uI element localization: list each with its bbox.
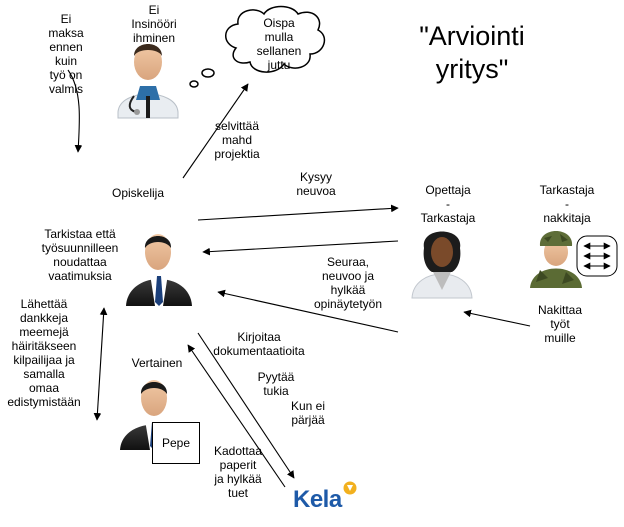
arrow-memes bbox=[93, 307, 108, 421]
arrow-delegate bbox=[463, 309, 531, 327]
arrow-from-kela bbox=[187, 344, 286, 488]
engineer-icon bbox=[117, 44, 179, 119]
inspector-label: Tarkastaja - nakkitaja bbox=[539, 183, 595, 225]
arrow-to-kela bbox=[197, 332, 295, 479]
teacher-label: Opettaja - Tarkastaja bbox=[420, 183, 476, 225]
edge-support: Pyytää tukia bbox=[257, 370, 295, 398]
thought-cloud bbox=[189, 5, 326, 88]
arrow-explore bbox=[182, 83, 249, 179]
arrows bbox=[67, 69, 531, 488]
kela-wordmark: Kela bbox=[293, 486, 342, 513]
edge-memes: Lähettää dankkeja meemejä häiritäkseen k… bbox=[7, 297, 81, 409]
arrow-return bbox=[202, 240, 399, 256]
network-icon bbox=[576, 235, 618, 277]
edge-no-pay: Ei maksa ennen kuin työ on valmis bbox=[48, 12, 84, 96]
kela-logo bbox=[343, 481, 357, 495]
arrow-follow bbox=[217, 289, 399, 333]
edge-docs: Kirjoitaa dokumentaatioita bbox=[213, 330, 305, 358]
teacher-icon bbox=[411, 231, 473, 299]
student-label: Opiskelija bbox=[111, 186, 165, 200]
edge-delegate: Nakittaa työt muille bbox=[537, 303, 583, 345]
peer-name-box: Pepe bbox=[152, 422, 200, 464]
arrow-ask bbox=[197, 204, 399, 221]
edge-explore: selvittää mahd projektia bbox=[214, 119, 260, 161]
edge-check: Tarkistaa että työsuunnilleen noudattaa … bbox=[41, 227, 119, 283]
inspector-icon bbox=[530, 231, 582, 288]
student-icon bbox=[126, 234, 192, 306]
edge-cant-cope: Kun ei pärjää bbox=[290, 399, 326, 427]
engineer-label: Ei Insinööri ihminen bbox=[131, 3, 177, 45]
edge-lose-papers: Kadottaa paperit ja hylkää tuet bbox=[213, 444, 263, 500]
thought-text: Oispa mulla sellanen juttu bbox=[256, 16, 302, 72]
edge-follow: Seuraa, neuvoo ja hylkää opinäytetyön bbox=[313, 255, 383, 311]
edge-ask: Kysyy neuvoa bbox=[296, 170, 336, 198]
peer-label: Vertainen bbox=[131, 356, 183, 370]
arrow-no-pay bbox=[67, 69, 83, 153]
diagram-title: "Arviointi yritys" bbox=[419, 21, 525, 84]
